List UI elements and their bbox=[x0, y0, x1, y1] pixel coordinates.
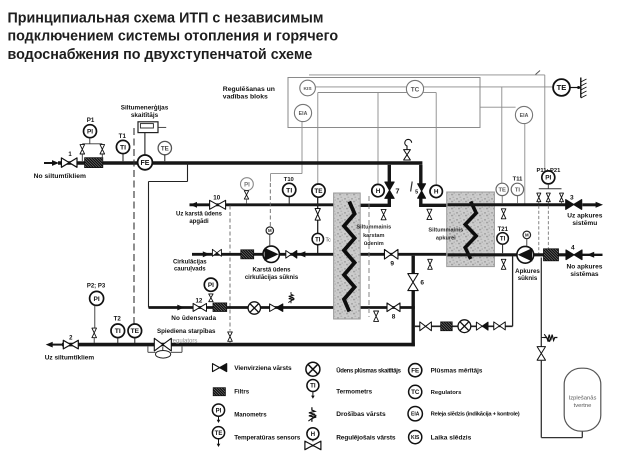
svg-text:Termometrs: Termometrs bbox=[336, 389, 372, 396]
svg-text:T2: T2 bbox=[114, 315, 122, 322]
svg-text:PI: PI bbox=[208, 282, 214, 289]
svg-text:Temperatūras sensors: Temperatūras sensors bbox=[234, 435, 301, 442]
svg-text:karstam: karstam bbox=[363, 233, 384, 239]
svg-text:No siltumtīkliem: No siltumtīkliem bbox=[34, 173, 86, 180]
svg-text:Siltummainis: Siltummainis bbox=[356, 224, 391, 230]
svg-text:Regulators: Regulators bbox=[431, 390, 462, 396]
svg-text:Karstā ūdens: Karstā ūdens bbox=[252, 268, 291, 274]
svg-text:H: H bbox=[434, 189, 439, 196]
svg-text:PI: PI bbox=[216, 408, 222, 414]
svg-text:sistēmu: sistēmu bbox=[572, 220, 597, 227]
svg-text:Releja slēdzis (indikācija + k: Releja slēdzis (indikācija + kontrole) bbox=[431, 412, 520, 418]
svg-text:PI: PI bbox=[244, 182, 250, 188]
svg-text:KIS: KIS bbox=[411, 435, 420, 441]
svg-text:Filtrs: Filtrs bbox=[234, 389, 250, 396]
svg-text:TI: TI bbox=[500, 237, 506, 243]
svg-text:Siltummainis: Siltummainis bbox=[428, 228, 463, 234]
svg-text:5: 5 bbox=[415, 189, 418, 195]
svg-text:H: H bbox=[376, 188, 381, 195]
svg-text:T11: T11 bbox=[513, 177, 523, 183]
svg-text:3: 3 bbox=[570, 194, 574, 201]
svg-text:Izplešanās: Izplešanās bbox=[569, 396, 597, 402]
svg-text:Vienvirziena vārsts: Vienvirziena vārsts bbox=[234, 365, 292, 372]
svg-text:TE: TE bbox=[498, 187, 506, 193]
svg-text:Spiediena starpības: Spiediena starpības bbox=[157, 328, 216, 335]
svg-text:TC: TC bbox=[411, 86, 420, 93]
svg-text:EIA: EIA bbox=[411, 412, 420, 418]
svg-text:regulators: regulators bbox=[171, 338, 198, 344]
svg-text:Laika slēdzis: Laika slēdzis bbox=[431, 434, 472, 441]
svg-text:apgādi: apgādi bbox=[189, 219, 209, 225]
svg-text:ūdenim: ūdenim bbox=[364, 241, 384, 247]
svg-text:EIA: EIA bbox=[299, 111, 308, 117]
svg-text:TE: TE bbox=[215, 431, 223, 437]
svg-text:Siltumenerģijas: Siltumenerģijas bbox=[121, 104, 169, 112]
svg-text:TI: TI bbox=[315, 237, 321, 243]
svg-text:Plūsmas mērītājs: Plūsmas mērītājs bbox=[431, 367, 483, 374]
svg-text:P2; P3: P2; P3 bbox=[87, 284, 106, 290]
svg-text:cirkulācijas sūknis: cirkulācijas sūknis bbox=[245, 275, 299, 281]
svg-text:TC: TC bbox=[411, 389, 420, 396]
svg-text:2: 2 bbox=[69, 335, 73, 341]
svg-text:No apkures: No apkures bbox=[567, 264, 603, 271]
svg-text:TI: TI bbox=[310, 383, 316, 390]
svg-text:FE: FE bbox=[411, 367, 419, 374]
svg-text:8: 8 bbox=[392, 313, 396, 320]
svg-text:tvertne: tvertne bbox=[574, 403, 592, 409]
svg-text:T10: T10 bbox=[284, 177, 294, 183]
svg-text:T21: T21 bbox=[498, 227, 509, 233]
svg-text:Regulējošais vārsts: Regulējošais vārsts bbox=[336, 434, 396, 441]
svg-text:FE: FE bbox=[141, 160, 150, 167]
svg-text:TI: TI bbox=[286, 187, 292, 194]
svg-text:подключением системы отопления: подключением системы отопления и горячег… bbox=[8, 29, 339, 45]
svg-text:TI: TI bbox=[115, 328, 121, 335]
svg-text:PI: PI bbox=[545, 175, 551, 182]
svg-text:cauruļvads: cauruļvads bbox=[174, 267, 206, 273]
svg-text:Uz siltumtīkliem: Uz siltumtīkliem bbox=[45, 354, 95, 361]
svg-text:7: 7 bbox=[395, 187, 399, 196]
svg-text:EIA: EIA bbox=[520, 113, 529, 119]
svg-text:Uz apkures: Uz apkures bbox=[567, 213, 603, 220]
svg-text:TE: TE bbox=[131, 328, 140, 335]
svg-text:4: 4 bbox=[571, 244, 575, 251]
svg-text:T1: T1 bbox=[119, 133, 127, 140]
svg-text:P1: P1 bbox=[87, 117, 95, 124]
svg-text:12: 12 bbox=[195, 298, 202, 305]
svg-text:PI: PI bbox=[87, 129, 93, 136]
svg-text:M: M bbox=[268, 228, 272, 233]
svg-text:Regulēšanas un: Regulēšanas un bbox=[223, 86, 275, 93]
svg-text:Drošības vārsts: Drošības vārsts bbox=[336, 411, 386, 418]
svg-text:vadības bloks: vadības bloks bbox=[223, 94, 268, 101]
svg-text:Uz karstā ūdens: Uz karstā ūdens bbox=[176, 212, 223, 218]
svg-text:sūknis: sūknis bbox=[518, 275, 538, 282]
svg-text:sistēmas: sistēmas bbox=[570, 271, 599, 278]
svg-text:Apkures: Apkures bbox=[515, 268, 540, 275]
svg-text:9: 9 bbox=[390, 260, 394, 267]
svg-text:PI: PI bbox=[93, 296, 99, 303]
svg-text:водоснабжения по двухступенчат: водоснабжения по двухступенчатой схеме bbox=[8, 47, 313, 63]
svg-text:TE: TE bbox=[557, 83, 567, 92]
svg-text:H: H bbox=[311, 432, 315, 438]
svg-text:TE: TE bbox=[161, 145, 169, 152]
svg-text:Ūdens plūsmas skaitītājs: Ūdens plūsmas skaitītājs bbox=[336, 367, 401, 374]
svg-text:TI: TI bbox=[515, 187, 521, 193]
svg-text:Tc: Tc bbox=[326, 237, 332, 243]
svg-text:No ūdensvada: No ūdensvada bbox=[171, 315, 216, 322]
svg-text:TE: TE bbox=[314, 188, 323, 195]
svg-text:10: 10 bbox=[213, 195, 220, 202]
svg-text:1: 1 bbox=[68, 152, 72, 158]
svg-text:M: M bbox=[525, 232, 529, 237]
svg-text:skaitītājs: skaitītājs bbox=[131, 112, 159, 119]
svg-text:Cirkulācijas: Cirkulācijas bbox=[173, 259, 207, 265]
svg-text:Manometrs: Manometrs bbox=[234, 412, 267, 419]
svg-text:Принципиальная схема ИТП с нез: Принципиальная схема ИТП с независимым bbox=[8, 10, 324, 26]
svg-text:KIS: KIS bbox=[304, 86, 313, 92]
svg-text:TI: TI bbox=[120, 144, 126, 151]
svg-text:apkurei: apkurei bbox=[436, 236, 456, 242]
svg-text:6: 6 bbox=[420, 280, 424, 287]
